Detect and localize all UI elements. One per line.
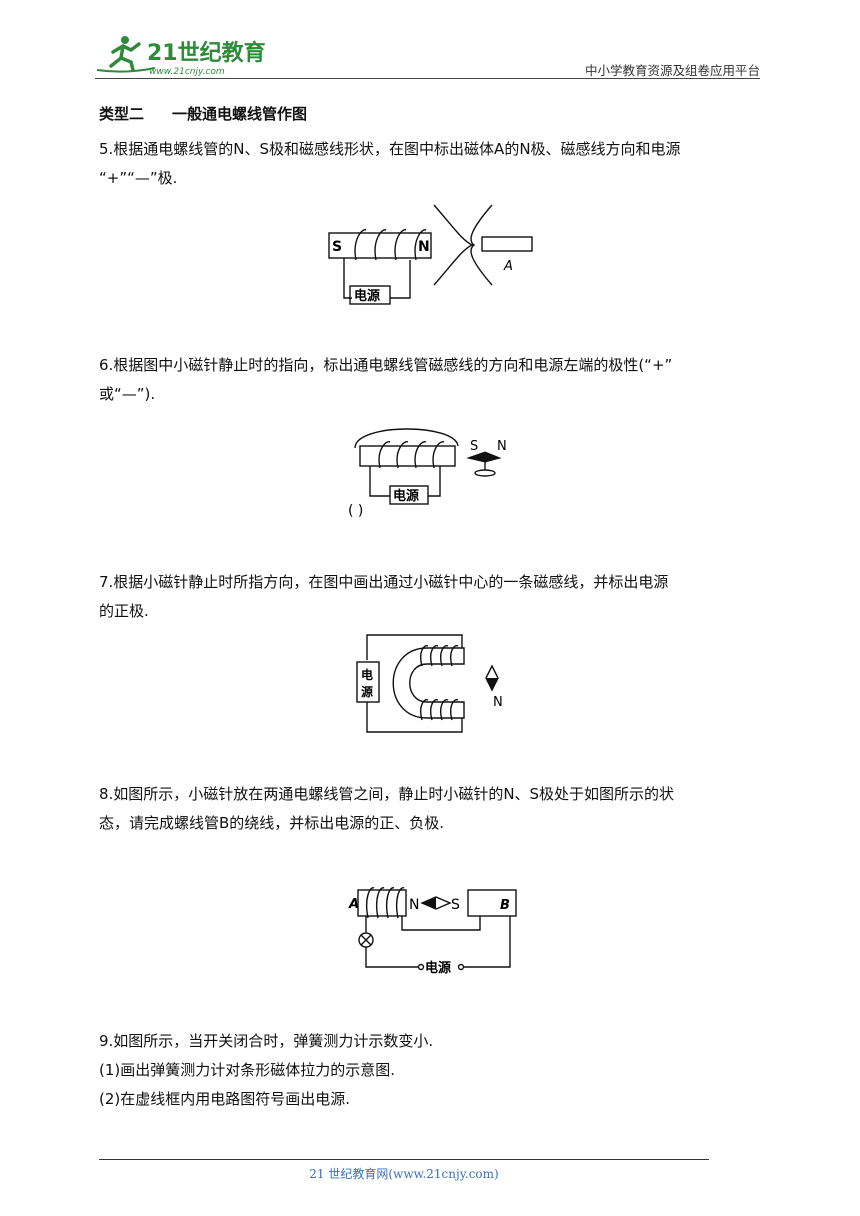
power-source-label: 电源: [393, 488, 419, 504]
question-text: 7.根据小磁针静止时所指方向，在图中画出通过小磁针中心的一条磁感线，并标出电源: [99, 573, 669, 591]
terminal: [457, 963, 465, 971]
figure-7: 电 源 N: [356, 634, 503, 733]
needle-s: S: [470, 439, 478, 454]
pole-n: N: [418, 239, 430, 255]
power-source-box: [349, 285, 391, 305]
runner-icon: [96, 36, 156, 73]
question-text: 态，请完成螺线管B的绕线，并标出电源的正、负极.: [99, 814, 445, 832]
site-logo: 21世纪教育 www.21cnjy.com: [96, 36, 266, 77]
footer-text: 21 世纪教育网(www.21cnjy.com): [309, 1167, 499, 1181]
coil-windings-top: [419, 645, 459, 667]
question-7: 7.根据小磁针静止时所指方向，在图中画出通过小磁针中心的一条磁感线，并标出电源 …: [99, 568, 764, 626]
solenoid-core: [359, 445, 456, 467]
question-text: 8.如图所示，小磁针放在两通电螺线管之间，静止时小磁针的N、S极处于如图所示的状: [99, 785, 675, 803]
field-line: [470, 204, 493, 286]
section-title: 类型二 一般通电螺线管作图: [99, 103, 307, 124]
terminal: [417, 963, 425, 971]
needle-fill: [486, 678, 498, 690]
question-5: 5.根据通电螺线管的N、S极和磁感线形状，在图中标出磁体A的N极、磁感线方向和电…: [99, 135, 764, 193]
coil-windings: [354, 229, 427, 261]
label-a: A: [348, 897, 359, 912]
footer-divider: [99, 1159, 709, 1160]
needle-n: N: [497, 439, 507, 454]
circuit-wire: [366, 634, 463, 660]
question-text: 或“—”).: [99, 385, 156, 403]
field-line: [433, 204, 474, 286]
needle-fill: [422, 897, 436, 909]
lamp-cross: [360, 934, 372, 946]
logo-text: 21世纪教育: [147, 40, 266, 66]
question-text: 5.根据通电螺线管的N、S极和磁感线形状，在图中标出磁体A的N极、磁感线方向和电…: [99, 140, 681, 158]
question-text: “+”“—”极.: [99, 169, 178, 187]
question-text: 6.根据图中小磁针静止时的指向，标出通电螺线管磁感线的方向和电源左端的极性(“+…: [99, 356, 673, 374]
section-name: 一般通电螺线管作图: [172, 105, 308, 123]
needle-n: N: [409, 897, 419, 913]
power-source-label: 电源: [354, 288, 380, 304]
circuit-wire: [369, 466, 441, 497]
needle-s: S: [451, 897, 460, 913]
label-b: B: [500, 898, 510, 913]
magnet-label: A: [503, 259, 513, 274]
needle-n: N: [493, 695, 503, 710]
field-loop: [354, 428, 459, 449]
circuit-wire: [401, 916, 481, 931]
question-text: 9.如图所示，当开关闭合时，弹簧测力计示数变小.: [99, 1032, 434, 1050]
magnet-a: [481, 236, 533, 252]
coil-windings-a: [365, 887, 405, 919]
polarity-blank: ( ): [348, 503, 363, 519]
question-text: (2)在虚线框内用电路图符号画出电源.: [99, 1090, 351, 1108]
pole-s: S: [332, 239, 342, 255]
question-8: 8.如图所示，小磁针放在两通电螺线管之间，静止时小磁针的N、S极处于如图所示的状…: [99, 780, 764, 838]
power-source-box: [356, 661, 380, 703]
question-9: 9.如图所示，当开关闭合时，弹簧测力计示数变小. (1)画出弹簧测力计对条形磁体…: [99, 1027, 764, 1114]
header-divider: [95, 78, 760, 79]
section-label: 类型二: [99, 105, 145, 123]
compass-needle-icon: [466, 451, 502, 463]
question-6: 6.根据图中小磁针静止时的指向，标出通电螺线管磁感线的方向和电源左端的极性(“+…: [99, 351, 764, 409]
figure-6: S N 电源 ( ): [348, 428, 507, 519]
power-source-label-bottom: 源: [361, 684, 373, 699]
question-text: (1)画出弹簧测力计对条形磁体拉力的示意图.: [99, 1061, 396, 1079]
coil-windings-bottom: [419, 699, 459, 721]
figure-5: S N A 电源: [328, 204, 533, 305]
logo-url: www.21cnjy.com: [149, 67, 225, 77]
power-source-box: [389, 485, 429, 505]
question-text: 的正极.: [99, 602, 149, 620]
figure-8: A B N S 电源: [348, 887, 517, 976]
circuit-wire: [366, 702, 463, 733]
needle-base: [474, 469, 496, 477]
page-header: 21世纪教育 www.21cnjy.com 中小学教育资源及组卷应用平台: [95, 30, 760, 80]
platform-name: 中小学教育资源及组卷应用平台: [584, 63, 760, 78]
solenoid-b: [467, 889, 517, 917]
power-source-label: 电源: [425, 960, 451, 976]
solenoid-a: [357, 889, 407, 917]
u-magnet-core: [392, 647, 465, 719]
circuit-wire: [464, 916, 511, 968]
power-source-label-top: 电: [361, 667, 373, 682]
circuit-wire: [365, 947, 418, 968]
coil-windings: [378, 441, 445, 469]
